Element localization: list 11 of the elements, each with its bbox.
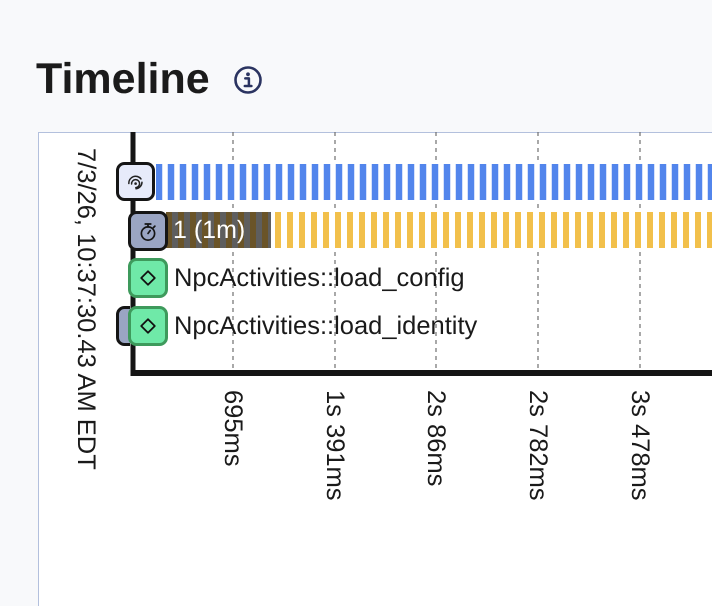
timestamp-label: 7/3/26, 10:37:30.43 AM EDT (71, 148, 101, 470)
task-label: NpcActivities::load_config (174, 258, 465, 298)
tick-label: 2s 782ms (523, 390, 553, 501)
title: Timeline (36, 54, 210, 104)
tick-label: 2s 86ms (421, 390, 451, 486)
tick-label: 695ms (218, 390, 248, 467)
task-label: NpcActivities::load_identity (174, 306, 478, 346)
striped-bar (156, 164, 712, 200)
duration-bar: 1 (1m) (166, 212, 271, 248)
tick-label: 3s 478ms (625, 390, 655, 501)
tick-label: 1s 391ms (320, 390, 350, 501)
